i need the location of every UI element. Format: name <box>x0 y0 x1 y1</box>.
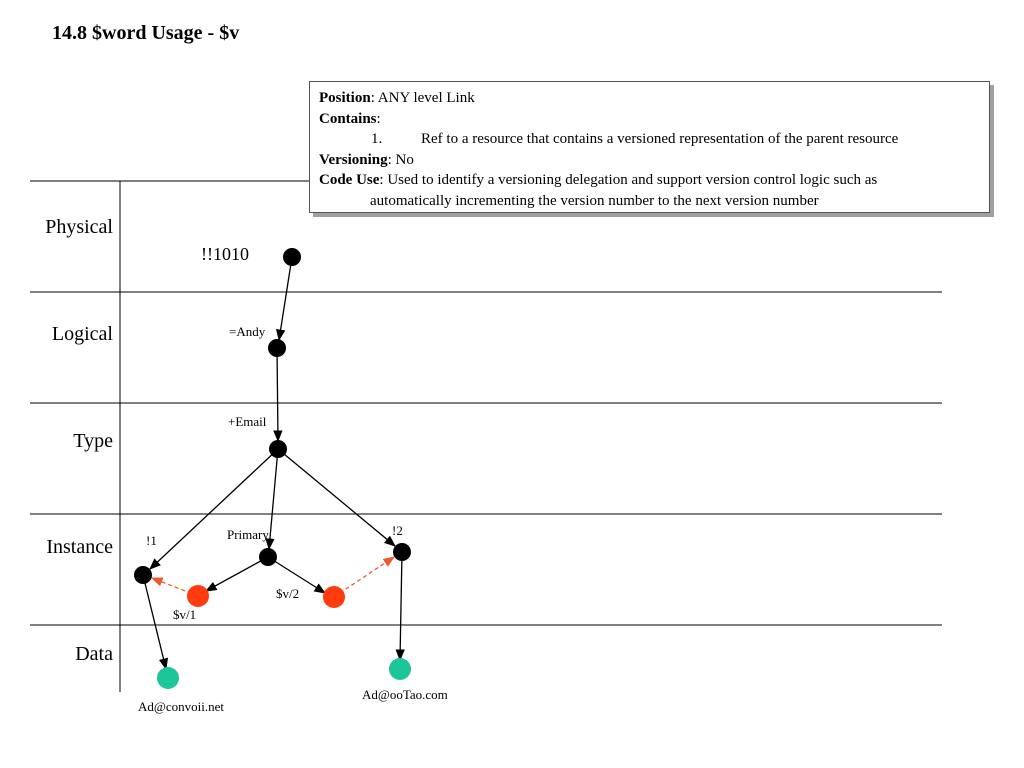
node-label-logical: =Andy <box>229 324 266 339</box>
edge-type-to-instance-2 <box>277 448 396 547</box>
edge-instance-1-to-data-1 <box>142 574 169 671</box>
node-version-2 <box>323 586 345 608</box>
node-label-version-1: $v/1 <box>173 607 196 622</box>
node-label-version-2: $v/2 <box>276 586 299 601</box>
contains-row: Contains: <box>319 109 980 130</box>
definition-box: Position: ANY level Link Contains: 1. Ref… <box>309 81 990 213</box>
edge-physical-to-logical <box>276 256 293 342</box>
node-instance-primary <box>259 548 277 566</box>
node-label-instance-2: !2 <box>392 523 403 538</box>
edge-logical-to-type <box>273 347 283 443</box>
edge-primary-to-version-2 <box>267 556 326 594</box>
edge-instance-2-to-data-2 <box>395 551 405 662</box>
node-label-type: +Email <box>228 414 267 429</box>
contains-item-number: 1. <box>371 131 383 147</box>
node-physical <box>283 248 301 266</box>
edge-version-2-to-instance-2 <box>333 556 395 598</box>
code-use-row: Code Use: Used to identify a versioning … <box>319 170 980 191</box>
node-type <box>269 440 287 458</box>
node-label-data-2: Ad@ooTao.com <box>362 687 448 702</box>
position-value: : ANY level Link <box>370 90 475 106</box>
contains-colon: : <box>376 110 381 127</box>
node-instance-1 <box>134 566 152 584</box>
row-label-data: Data <box>75 643 113 665</box>
edge-type-to-primary <box>265 448 279 551</box>
node-label-instance-primary: Primary <box>227 527 269 542</box>
node-label-data-1: Ad@convoii.net <box>138 699 224 714</box>
row-label-instance: Instance <box>46 536 113 558</box>
node-instance-2 <box>393 543 411 561</box>
versioning-value: : No <box>387 151 414 168</box>
position-row: Position: ANY level Link <box>319 88 980 109</box>
edge-type-to-instance-1 <box>149 448 279 570</box>
node-logical <box>268 339 286 357</box>
node-version-1 <box>187 585 209 607</box>
code-use-value-line2: automatically incrementing the version n… <box>370 192 819 209</box>
page-title: 14.8 $word Usage - $v <box>52 22 240 44</box>
versioning-label: Versioning <box>319 151 388 168</box>
row-label-logical: Logical <box>52 323 114 345</box>
contains-item-text: Ref to a resource that contains a versio… <box>421 131 899 147</box>
edge-primary-to-version-1 <box>204 556 269 592</box>
node-label-instance-1: !1 <box>146 533 157 548</box>
versioning-row: Versioning: No <box>319 150 980 171</box>
row-label-physical: Physical <box>45 216 113 238</box>
code-use-label: Code Use <box>319 172 380 188</box>
row-label-type: Type <box>73 430 113 452</box>
node-data-2 <box>389 658 411 680</box>
code-use-value-line1: : Used to identify a versioning delegati… <box>379 172 878 188</box>
contains-label: Contains <box>319 110 377 127</box>
node-label-physical: !!1010 <box>201 244 249 264</box>
contains-item: 1. Ref to a resource that contains a vers… <box>319 129 980 150</box>
node-data-1 <box>157 667 179 689</box>
position-label: Position <box>319 90 371 106</box>
